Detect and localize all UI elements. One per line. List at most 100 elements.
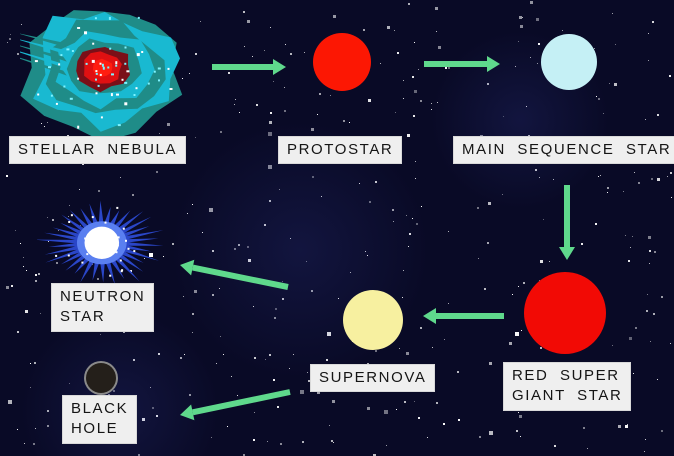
neutron-star-sparkle [91,216,94,219]
background-star [317,391,320,394]
background-star [333,15,336,18]
label-line: SUPERNOVA [319,369,427,386]
background-star [254,357,256,359]
background-star [15,230,16,231]
nebula-sparkle [169,88,173,91]
neutron-star-sparkle [107,234,110,237]
nebula-sparkle [72,50,75,53]
background-star [650,341,651,342]
nebula-sparkle [141,51,144,54]
background-star [628,260,630,262]
background-star [399,348,400,349]
arrow-red-super-giant-to-supernova [423,308,504,324]
background-star [268,165,272,169]
background-star [289,368,290,369]
label-supernova: SUPERNOVA [311,365,435,391]
background-star [538,43,540,45]
background-star [562,30,563,31]
background-star [618,425,621,428]
background-star [290,53,292,55]
background-star [265,359,266,360]
background-star [600,175,601,176]
label-stellar-nebula: STELLAR NEBULA [10,137,186,163]
background-star [375,350,377,352]
background-star [275,308,277,310]
background-star [234,104,235,105]
nebula-sparkle [95,73,98,76]
background-star [632,236,633,237]
nebula-sparkle [167,68,170,71]
background-star [437,102,438,103]
background-star [396,409,397,410]
background-star [653,313,655,315]
background-star [365,251,366,252]
neutron-star-sparkle [81,261,84,264]
arrow-nebula-to-protostar [212,59,286,75]
background-star [598,176,599,177]
background-star [321,196,322,197]
background-star [427,437,428,438]
background-star [326,359,328,361]
background-star [406,352,409,355]
background-star [17,331,19,333]
background-star [395,112,396,113]
nebula-sparkle [101,116,104,119]
nebula-sparkle [99,62,102,65]
background-star [194,290,197,293]
background-star [270,27,271,28]
neutron-star-sparkle [103,246,106,249]
neutron-star-sparkle [121,269,124,272]
arrow-main-sequence-to-red-super-giant [559,185,575,260]
background-star [403,270,404,271]
background-star [614,83,617,86]
nebula-sparkle [117,124,121,127]
neutron-star-sparkle [125,239,128,242]
neutron-star-core [84,226,120,260]
nebula-sparkle [77,77,80,80]
background-star [603,113,604,114]
background-star [252,56,253,57]
arrow-shaft [192,264,289,290]
neutron-star-sparkle [67,254,70,257]
background-star [82,163,84,165]
background-star [333,442,334,443]
background-star [33,443,35,445]
background-star [9,38,11,40]
background-star [35,428,36,429]
background-star [478,258,479,259]
nebula-sparkle [56,103,59,106]
background-star [248,259,251,262]
background-star [268,395,269,396]
background-star [522,17,523,18]
nebula-sparkle [102,64,105,68]
nebula-sparkle [124,46,127,49]
nebula-sparkle [69,97,73,100]
background-star [657,114,659,116]
nebula-sparkle [133,94,136,97]
background-star [330,95,331,96]
background-star [458,419,460,421]
background-star [247,20,250,23]
nebula-sparkle [37,93,40,96]
background-star [629,337,632,340]
background-star [220,336,221,337]
arrow-supernova-to-neutron-star [180,259,289,290]
background-star [420,327,422,329]
background-star [312,176,314,178]
background-star [421,206,422,207]
nebula-sparkle [63,85,66,88]
background-star [187,213,188,214]
background-star [418,69,419,70]
background-star [539,177,540,178]
background-star [407,134,410,137]
background-star [6,286,9,289]
label-main-sequence-star: MAIN SEQUENCE STAR [454,137,674,163]
background-star [142,418,145,421]
background-star [244,46,245,47]
background-star [195,53,197,55]
background-star [247,246,249,248]
background-star [644,451,645,452]
background-star [414,42,415,43]
neutron-star-sparkle [109,274,112,277]
background-star [8,400,12,404]
